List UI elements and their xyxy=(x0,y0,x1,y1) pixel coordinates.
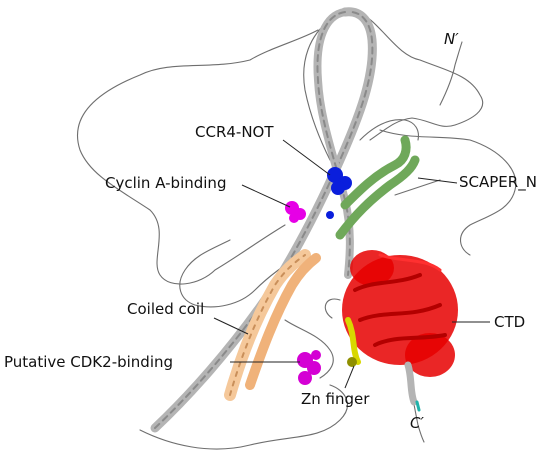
scaper-n-helix-b xyxy=(340,135,411,210)
putative-cdk2-binding-label: Putative CDK2-binding xyxy=(4,353,173,371)
coil-loop-top-right xyxy=(354,9,483,141)
cdk2-sphere-2 xyxy=(307,361,321,375)
scaper-n-loop-b xyxy=(394,179,441,196)
coil-loops xyxy=(76,9,517,450)
backbone-helix-loop-shade xyxy=(316,11,351,276)
cyclin-a-binding-label: Cyclin A-binding xyxy=(105,174,226,192)
ccr4-not-site xyxy=(326,167,352,219)
coil-loop-n-tail xyxy=(439,41,463,106)
leader-scaper-n xyxy=(417,177,458,184)
coil-loop-bottom xyxy=(139,384,348,450)
ctd-helix-4 xyxy=(378,253,442,272)
ctd-label: CTD xyxy=(494,313,525,331)
leader-cyclin-a xyxy=(241,184,291,208)
n-terminus-label: N′ xyxy=(444,30,459,48)
ctd-helix-3 xyxy=(373,333,447,347)
leader-ccr4-not xyxy=(282,139,331,176)
ccr4-not-sphere-3 xyxy=(331,181,345,195)
c-terminus-label: C′ xyxy=(410,414,424,432)
zn-finger-label: Zn finger xyxy=(301,390,370,408)
scaper-n-loop xyxy=(359,119,419,141)
coil-loop-left xyxy=(76,29,319,285)
coil-loop-lower-left xyxy=(179,239,301,308)
leader-lines xyxy=(213,139,490,389)
zn-finger-region xyxy=(345,317,361,367)
cdk2-sphere-4 xyxy=(311,350,321,360)
coil-loop-right xyxy=(379,129,517,256)
coil-loop-mid xyxy=(284,319,334,379)
ctd-helix-2 xyxy=(358,303,442,322)
ccr4-not-sphere-1 xyxy=(327,167,343,183)
scaper-n-label: SCAPER_N xyxy=(459,173,537,192)
leader-zn-finger xyxy=(344,365,355,389)
cdk2-sphere-3 xyxy=(298,371,312,385)
scaper-n-domain xyxy=(335,119,441,240)
ctd-domain xyxy=(324,250,458,377)
ctd-helix-1 xyxy=(353,273,422,292)
backbone-helices xyxy=(150,7,377,433)
ctd-lobe-upper xyxy=(350,250,394,286)
coiled-coil-helix-b xyxy=(245,253,321,390)
coiled-coil-stripe xyxy=(229,254,306,396)
cdk2-site xyxy=(297,350,321,385)
cyclin-a-sphere-3 xyxy=(289,213,299,223)
c-terminal-tip xyxy=(415,400,421,412)
scaper-n-helix-a xyxy=(335,155,420,240)
ctd-loop xyxy=(324,298,341,319)
backbone-helix-long xyxy=(150,7,377,433)
cyclin-a-site xyxy=(285,201,306,223)
ctd-lobe-lower xyxy=(405,333,455,377)
zn-finger-strand xyxy=(345,317,361,365)
coiled-coil-region xyxy=(224,249,321,401)
c-terminal-helix xyxy=(404,361,418,406)
ccr4-not-sphere-4 xyxy=(326,211,334,219)
leader-coiled-coil xyxy=(213,317,249,335)
coiled-coil-label: Coiled coil xyxy=(127,300,204,318)
zn-finger-ion xyxy=(347,357,357,367)
ccr4-not-label: CCR4-NOT xyxy=(195,123,274,141)
coil-loop-upper xyxy=(303,19,331,161)
backbone-helix-long-shade xyxy=(154,10,374,429)
labels: N′ CCR4-NOT Cyclin A-binding SCAPER_N Co… xyxy=(4,30,537,432)
